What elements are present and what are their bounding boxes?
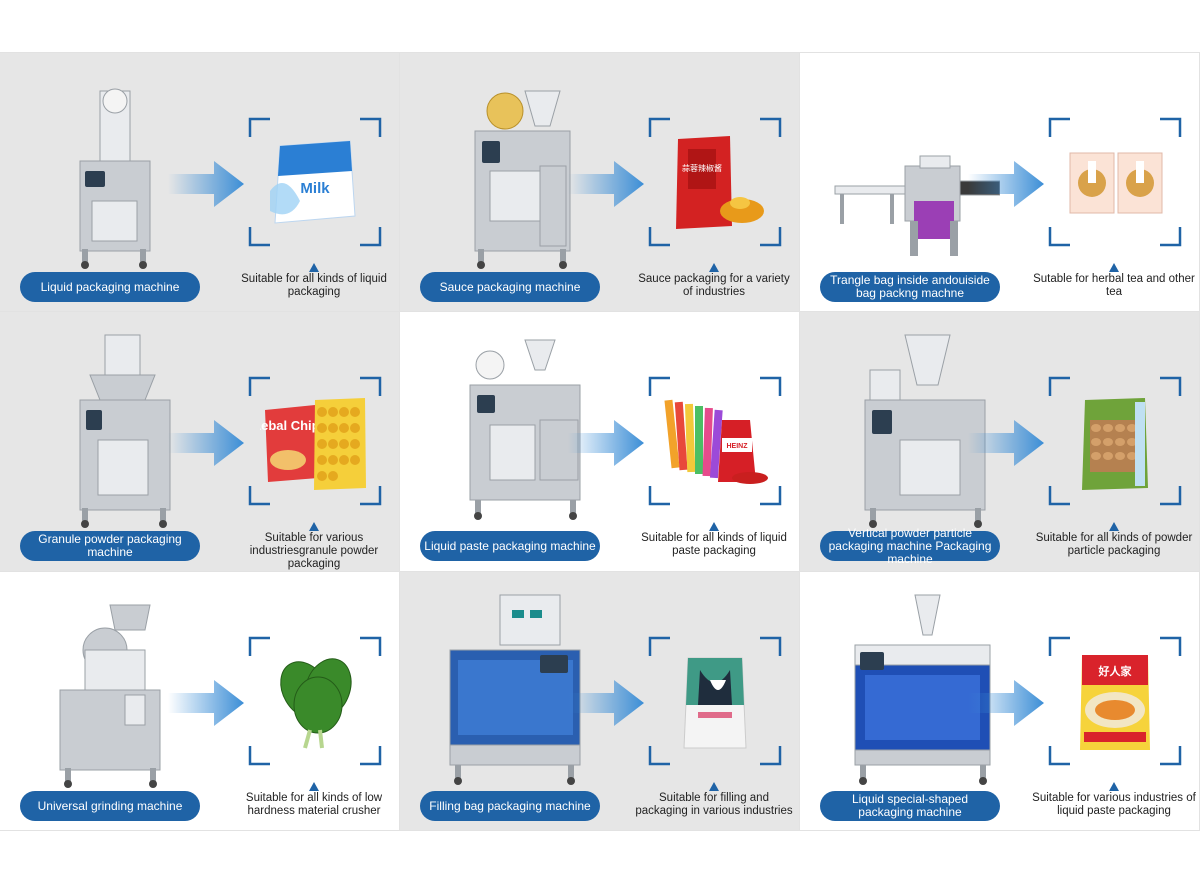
- vertical-liquid-packer-icon: [30, 71, 200, 269]
- triangle-up-icon: [709, 259, 719, 272]
- frame-corners: [248, 376, 382, 506]
- triangle-up-icon: [709, 778, 719, 791]
- vertical-powder-packer-icon: [830, 330, 1000, 528]
- product-text: Lebal Chips: [260, 418, 327, 433]
- product-card: Vertical powder particle packaging machi…: [800, 312, 1200, 572]
- product-grid: Milk Liquid packaging machine Suitable f…: [0, 52, 1200, 831]
- machine-description: Sutable for herbal tea and other tea: [1033, 273, 1195, 298]
- tea-bag-icon: [1060, 131, 1170, 233]
- frame-corners: [1048, 636, 1182, 766]
- machine-title-button[interactable]: Filling bag packaging machine: [420, 791, 600, 821]
- triangle-up-icon: [709, 518, 719, 531]
- machine-title-button[interactable]: Liquid paste packaging machine: [420, 531, 600, 561]
- nuts-bag-icon: [1060, 390, 1170, 492]
- frame-corners: [648, 117, 782, 247]
- machine-title-button[interactable]: Liquid special-shaped packaging machine: [820, 791, 1000, 821]
- product-text: 蒜蓉辣椒酱: [682, 163, 722, 173]
- machine-title-button[interactable]: Sauce packaging machine: [420, 272, 600, 302]
- sauce-sachet-icon: 蒜蓉辣椒酱: [660, 131, 770, 233]
- product-text: HEINZ: [727, 443, 749, 450]
- machine-description: Suitable for various industriesgranule p…: [249, 532, 379, 570]
- product-card: Trangle bag inside andouiside bag packng…: [800, 53, 1200, 312]
- arrow-right-icon: [568, 420, 644, 466]
- product-card: Milk Liquid packaging machine Suitable f…: [0, 53, 400, 312]
- triangle-up-icon: [309, 778, 319, 791]
- arrow-right-icon: [968, 161, 1044, 207]
- sauce-packer-icon: [430, 71, 600, 269]
- product-card: 好人家 Liquid special-shaped packaging mach…: [800, 572, 1200, 831]
- machine-title-button[interactable]: Universal grinding machine: [20, 791, 200, 821]
- ketchup-icon: HEINZ: [660, 390, 770, 492]
- machine-description: Suitable for all kinds of liquid paste p…: [641, 532, 787, 557]
- machine-description: Suitable for various industries of liqui…: [1032, 792, 1196, 817]
- frame-corners: [248, 117, 382, 247]
- bag-filling-machine-icon: [430, 590, 600, 785]
- stand-up-pouch-icon: [660, 650, 770, 752]
- arrow-right-icon: [568, 680, 644, 726]
- arrow-right-icon: [168, 161, 244, 207]
- arrow-right-icon: [968, 420, 1044, 466]
- triangle-up-icon: [1109, 259, 1119, 272]
- frame-corners: [648, 636, 782, 766]
- machine-title-button[interactable]: Vertical powder particle packaging machi…: [820, 526, 1000, 565]
- milk-pouch-icon: Milk: [260, 131, 370, 233]
- spinach-icon: [260, 650, 370, 752]
- product-card: Filling bag packaging machine Suitable f…: [400, 572, 800, 831]
- product-card: Universal grinding machine Suitable for …: [0, 572, 400, 831]
- triangle-up-icon: [309, 518, 319, 531]
- frame-corners: [1048, 376, 1182, 506]
- machine-description: Suitable for filling and packaging in va…: [635, 792, 793, 817]
- granule-packer-icon: [30, 330, 200, 528]
- machine-description: Suitable for all kinds of liquid packagi…: [241, 273, 387, 298]
- frame-corners: [1048, 117, 1182, 247]
- arrow-right-icon: [568, 161, 644, 207]
- frame-corners: [648, 376, 782, 506]
- product-text: 好人家: [1098, 664, 1133, 678]
- chips-bags-icon: Lebal Chips: [253, 390, 370, 492]
- product-text: Milk: [300, 180, 330, 197]
- arrow-right-icon: [968, 680, 1044, 726]
- machine-title-button[interactable]: Trangle bag inside andouiside bag packng…: [820, 272, 1000, 302]
- machine-description: Suitable for all kinds of low hardness m…: [245, 792, 383, 817]
- triangle-up-icon: [1109, 778, 1119, 791]
- machine-title-button[interactable]: Liquid packaging machine: [20, 272, 200, 302]
- product-card: 蒜蓉辣椒酱 Sauce packaging machine Sauce pack…: [400, 53, 800, 312]
- product-card: Lebal Chips Granule powder packaging mac…: [0, 312, 400, 572]
- arrow-right-icon: [168, 420, 244, 466]
- frame-corners: [248, 636, 382, 766]
- paste-packer-icon: [430, 330, 600, 520]
- triangle-up-icon: [1109, 518, 1119, 531]
- arrow-right-icon: [168, 680, 244, 726]
- machine-title-button[interactable]: Granule powder packaging machine: [20, 531, 200, 561]
- product-card: HEINZ Liquid paste packaging machine Sui…: [400, 312, 800, 572]
- triangle-up-icon: [309, 259, 319, 272]
- grinder-icon: [30, 590, 200, 788]
- machine-description: Suitable for all kinds of powder particl…: [1035, 532, 1193, 557]
- seasoning-bag-icon: 好人家: [1060, 650, 1170, 752]
- machine-description: Sauce packaging for a variety of industr…: [638, 273, 790, 298]
